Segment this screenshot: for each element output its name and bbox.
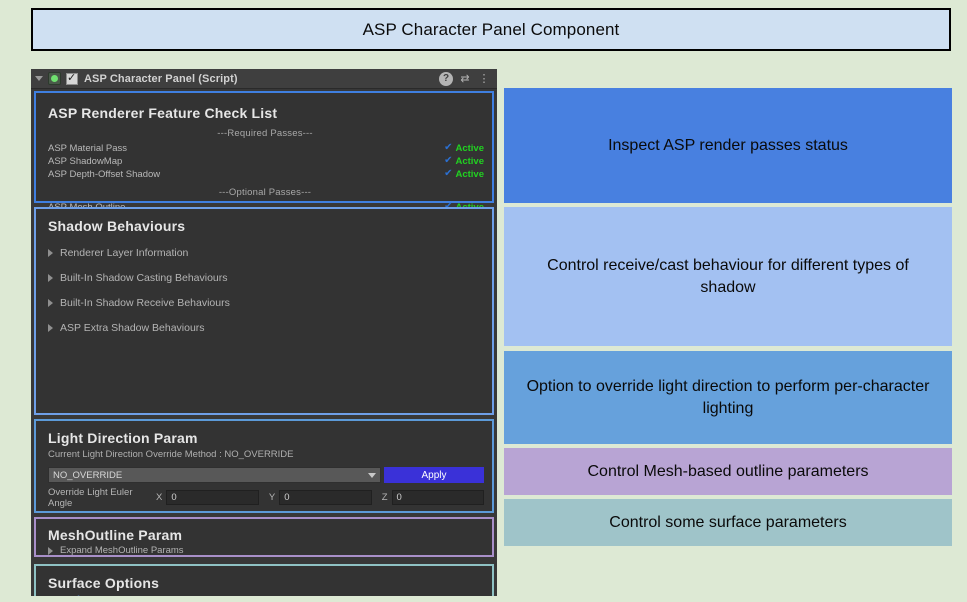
axis-label-x: X [156,492,163,503]
annotation-mesh-outline: Control Mesh-based outline parameters [504,448,952,495]
foldout-built-in-shadow-receive-behaviours[interactable]: Built-In Shadow Receive Behaviours [48,297,484,309]
pass-status-label: Active [455,168,484,180]
section-title-meshoutline: MeshOutline Param [48,527,183,543]
section-shadow-behaviours: Shadow Behaviours Renderer Layer Informa… [34,207,494,415]
section-renderer-feature-check-list: ASP Renderer Feature Check List ---Requi… [34,91,494,213]
chevron-down-icon [368,472,376,478]
component-enabled-checkbox[interactable] [66,71,78,85]
chevron-right-icon [48,299,53,307]
check-icon: ✔ [444,168,453,179]
foldout-triangle-icon[interactable] [35,76,43,81]
annotation-shadow-behaviour: Control receive/cast behaviour for diffe… [504,207,952,346]
section-title-checklist: ASP Renderer Feature Check List [48,105,278,121]
foldout-renderer-layer-information[interactable]: Renderer Layer Information [48,247,484,259]
pass-status-label: Active [455,155,484,167]
chevron-right-icon [48,274,53,282]
override-method-row: NO_OVERRIDE Apply [48,467,484,483]
pass-name: ASP Material Pass [48,142,128,154]
override-light-euler-angle-row: Override Light Euler Angle X 0 Y 0 Z 0 [48,487,484,509]
check-icon: ✔ [444,202,452,212]
section-surface-options: Surface Options Surfaces [34,564,494,596]
check-icon: ✔ [444,155,453,166]
axis-label-z: Z [381,492,388,503]
pass-name: ASP Depth-Offset Shadow [48,168,161,180]
foldout-asp-extra-shadow-behaviours[interactable]: ASP Extra Shadow Behaviours [48,322,484,334]
annotation-light-direction: Option to override light direction to pe… [504,351,952,444]
pass-row: ASP Depth-Offset Shadow ✔ Active [48,168,484,180]
optional-passes-divider: ---Optional Passes--- [218,187,312,198]
foldout-surfaces[interactable]: Surfaces [48,594,484,596]
section-meshoutline-param: MeshOutline Param Expand MeshOutline Par… [34,517,494,557]
foldout-label: Expand MeshOutline Params [60,545,184,556]
pass-status: ✔ Active [444,169,484,180]
more-menu-icon[interactable]: ⋮ [478,72,490,85]
page-title: ASP Character Panel Component [362,19,620,39]
pass-status-label: Active [455,142,484,154]
euler-angle-label: Override Light Euler Angle [48,486,133,509]
foldout-built-in-shadow-casting-behaviours[interactable]: Built-In Shadow Casting Behaviours [48,272,484,284]
preset-icon[interactable]: ⇄ [460,72,470,85]
foldout-label: Renderer Layer Information [60,247,189,259]
section-light-direction-param: Light Direction Param Current Light Dire… [34,419,494,513]
annotation-render-passes: Inspect ASP render passes status [504,88,952,203]
help-icon[interactable]: ? [439,71,453,86]
annotation-surface-options: Control some surface parameters [504,499,952,546]
foldout-label: ASP Extra Shadow Behaviours [60,322,205,334]
unity-inspector-panel: ASP Character Panel (Script) ? ⇄ ⋮ ASP R… [31,69,497,596]
component-header-row[interactable]: ASP Character Panel (Script) ? ⇄ ⋮ [31,69,497,89]
apply-button[interactable]: Apply [384,467,484,483]
section-title-light-direction: Light Direction Param [48,430,198,446]
euler-y-input[interactable]: 0 [279,490,372,505]
euler-x-input[interactable]: 0 [166,490,259,505]
section-title-shadow-behaviours: Shadow Behaviours [48,218,186,234]
required-passes-divider: ---Required Passes--- [217,128,313,139]
foldout-label: Built-In Shadow Receive Behaviours [60,297,230,309]
chevron-right-icon [48,324,53,332]
pass-row: ASP Material Pass ✔ Active [48,142,484,154]
page-title-banner: ASP Character Panel Component [31,8,951,51]
euler-z-input[interactable]: 0 [391,490,484,505]
foldout-label: Built-In Shadow Casting Behaviours [60,272,228,284]
pass-status: ✔ Active [444,156,484,167]
pass-row: ASP ShadowMap ✔ Active [48,155,484,167]
pass-status: ✔ Active [444,143,484,154]
script-icon [48,72,61,85]
chevron-right-icon [48,249,53,257]
check-icon: ✔ [444,142,453,153]
foldout-expand-meshoutline-params[interactable]: Expand MeshOutline Params [48,545,484,556]
section-title-surface-options: Surface Options [48,575,160,591]
chevron-right-icon [48,546,53,555]
component-title: ASP Character Panel (Script) [84,72,238,85]
override-method-dropdown[interactable]: NO_OVERRIDE [48,467,381,483]
axis-label-y: Y [268,492,276,503]
foldout-label: Surfaces [60,594,101,596]
current-override-method-label: Current Light Direction Override Method … [48,449,294,460]
dropdown-value: NO_OVERRIDE [53,469,123,481]
pass-name: ASP ShadowMap [48,155,123,167]
